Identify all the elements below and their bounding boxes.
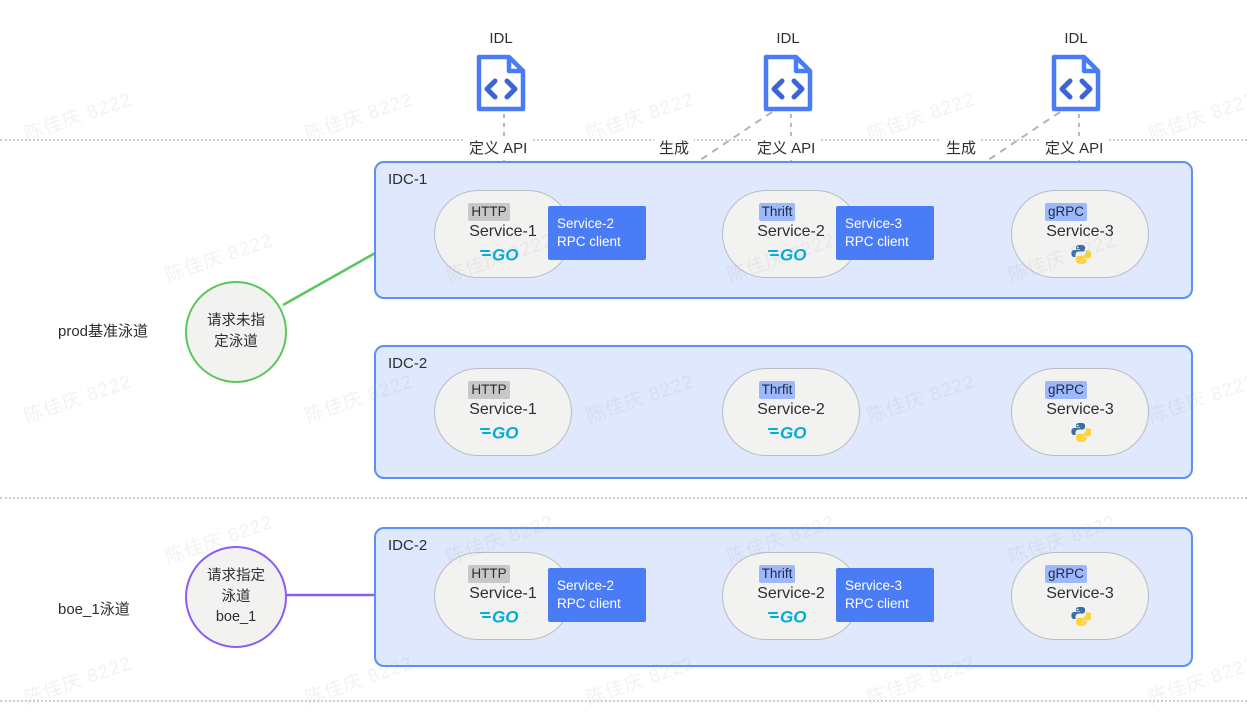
svg-text:GO: GO [492, 423, 518, 442]
service-node-svc-6[interactable]: gRPC Service-3 [1011, 368, 1149, 456]
go-logo-icon: GO [480, 605, 526, 627]
lane-circle-boe-1[interactable]: 请求指定 泳道 boe_1 [185, 546, 287, 648]
lane-circle-line: 请求未指 [207, 313, 265, 330]
idl-label: IDL [1064, 30, 1088, 47]
idl-label: IDL [489, 30, 513, 47]
rpc-client-role: RPC client [845, 596, 909, 611]
lane-label-prod-baseline: prod基准泳道 [58, 323, 149, 340]
lane-circle-line: 请求指定 [207, 568, 265, 585]
svg-text:GO: GO [780, 423, 806, 442]
rpc-client-role: RPC client [557, 234, 621, 249]
protocol-badge: HTTP [468, 203, 510, 221]
idl-label: IDL [776, 30, 800, 47]
protocol-badge: Thrift [758, 203, 796, 221]
separator-line-top [0, 139, 1247, 141]
edge-caption-define-api-2: 定义 API [752, 137, 821, 158]
service-name: Service-1 [469, 222, 537, 240]
service-name: Service-3 [1046, 222, 1114, 240]
service-node-svc-9[interactable]: gRPC Service-3 [1011, 552, 1149, 640]
rpc-client-box-svc-2[interactable]: Service-3 RPC client [836, 206, 934, 260]
service-name: Service-3 [1046, 584, 1114, 602]
code-document-icon [1051, 54, 1101, 112]
service-name: Service-2 [757, 222, 825, 240]
rpc-client-service: Service-2 [557, 578, 615, 594]
rpc-client-role: RPC client [557, 596, 621, 611]
service-node-svc-5[interactable]: Thrfit Service-2 GO [722, 368, 860, 456]
service-node-svc-4[interactable]: HTTP Service-1 GO [434, 368, 572, 456]
idc-group-label: IDC-1 [388, 171, 428, 188]
svg-text:GO: GO [780, 245, 806, 264]
service-name: Service-1 [469, 400, 537, 418]
svg-text:GO: GO [492, 607, 518, 626]
code-document-icon [763, 54, 813, 112]
python-logo-icon [1069, 243, 1091, 265]
idl-node-1[interactable]: IDL [473, 30, 529, 113]
service-name: Service-2 [757, 400, 825, 418]
protocol-badge: Thrfit [758, 381, 796, 399]
service-name: Service-1 [469, 584, 537, 602]
service-name: Service-2 [757, 584, 825, 602]
service-node-svc-3[interactable]: gRPC Service-3 [1011, 190, 1149, 278]
rpc-client-service: Service-3 [845, 578, 903, 594]
rpc-client-box-svc-1[interactable]: Service-2 RPC client [548, 206, 646, 260]
go-logo-icon: GO [480, 421, 526, 443]
code-document-icon [476, 54, 526, 112]
protocol-badge: HTTP [468, 565, 510, 583]
protocol-badge: gRPC [1044, 203, 1087, 221]
edge-caption-generate-2: 生成 [941, 137, 982, 158]
python-logo-icon [1069, 605, 1091, 627]
idl-generate-connectors [627, 111, 1061, 210]
protocol-badge: gRPC [1044, 381, 1087, 399]
protocol-badge: gRPC [1044, 565, 1087, 583]
lane-circle-line: 泳道 [221, 588, 251, 605]
go-logo-icon: GO [768, 243, 814, 265]
service-name: Service-3 [1046, 400, 1114, 418]
separator-line-middle [0, 497, 1247, 499]
go-logo-icon: GO [768, 421, 814, 443]
idc-group-label: IDC-2 [388, 355, 428, 372]
protocol-badge: HTTP [468, 381, 510, 399]
service-node-svc-8[interactable]: Thrift Service-2 GO [722, 552, 860, 640]
lane-circle-prod-baseline[interactable]: 请求未指 定泳道 [185, 281, 287, 383]
go-logo-icon: GO [768, 605, 814, 627]
separator-line-bottom [0, 700, 1247, 702]
rpc-client-service: Service-2 [557, 216, 615, 232]
lane-circle-line: 定泳道 [214, 334, 258, 350]
rpc-client-box-svc-7[interactable]: Service-2 RPC client [548, 568, 646, 622]
protocol-badge: Thrift [758, 565, 796, 583]
svg-text:GO: GO [492, 245, 518, 264]
go-logo-icon: GO [480, 243, 526, 265]
service-node-svc-1[interactable]: HTTP Service-1 GO [434, 190, 572, 278]
edge-caption-define-api-1: 定义 API [464, 137, 533, 158]
idl-node-2[interactable]: IDL [760, 30, 816, 113]
rpc-client-box-svc-8[interactable]: Service-3 RPC client [836, 568, 934, 622]
edge-caption-generate-1: 生成 [654, 137, 695, 158]
svg-text:GO: GO [780, 607, 806, 626]
idc-group-label: IDC-2 [388, 537, 428, 554]
lane-circle-line: boe_1 [215, 609, 257, 626]
rpc-client-role: RPC client [845, 234, 909, 249]
idl-node-3[interactable]: IDL [1048, 30, 1104, 113]
rpc-client-service: Service-3 [845, 216, 903, 232]
edge-caption-define-api-3: 定义 API [1040, 137, 1109, 158]
lane-label-boe-1: boe_1泳道 [58, 601, 130, 618]
python-logo-icon [1069, 421, 1091, 443]
